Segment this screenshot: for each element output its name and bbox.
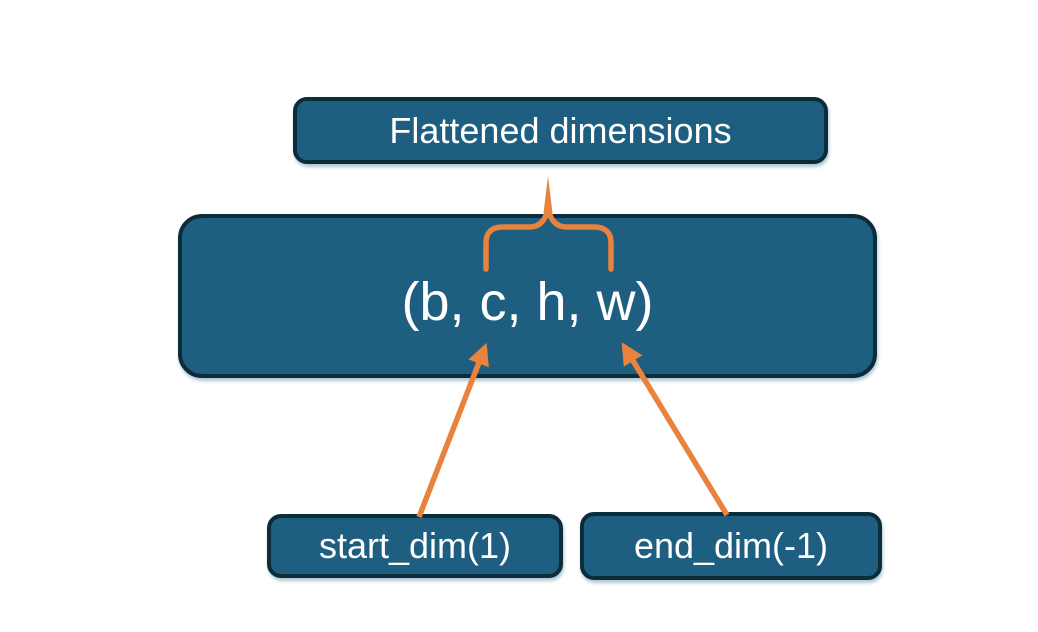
node-flattened-dimensions: Flattened dimensions [293,97,828,164]
node-flattened-dimensions-label: Flattened dimensions [389,109,732,151]
brace-stem-connector [543,176,553,213]
node-start-dim-label: start_dim(1) [318,525,512,566]
node-tensor-shape-label: (b, c, h, w) [401,272,654,332]
node-start-dim: start_dim(1) [267,514,563,578]
node-end-dim-label: end_dim(-1) [633,525,829,566]
node-tensor-shape: (b, c, h, w) [178,214,877,378]
node-end-dim: end_dim(-1) [580,512,882,580]
